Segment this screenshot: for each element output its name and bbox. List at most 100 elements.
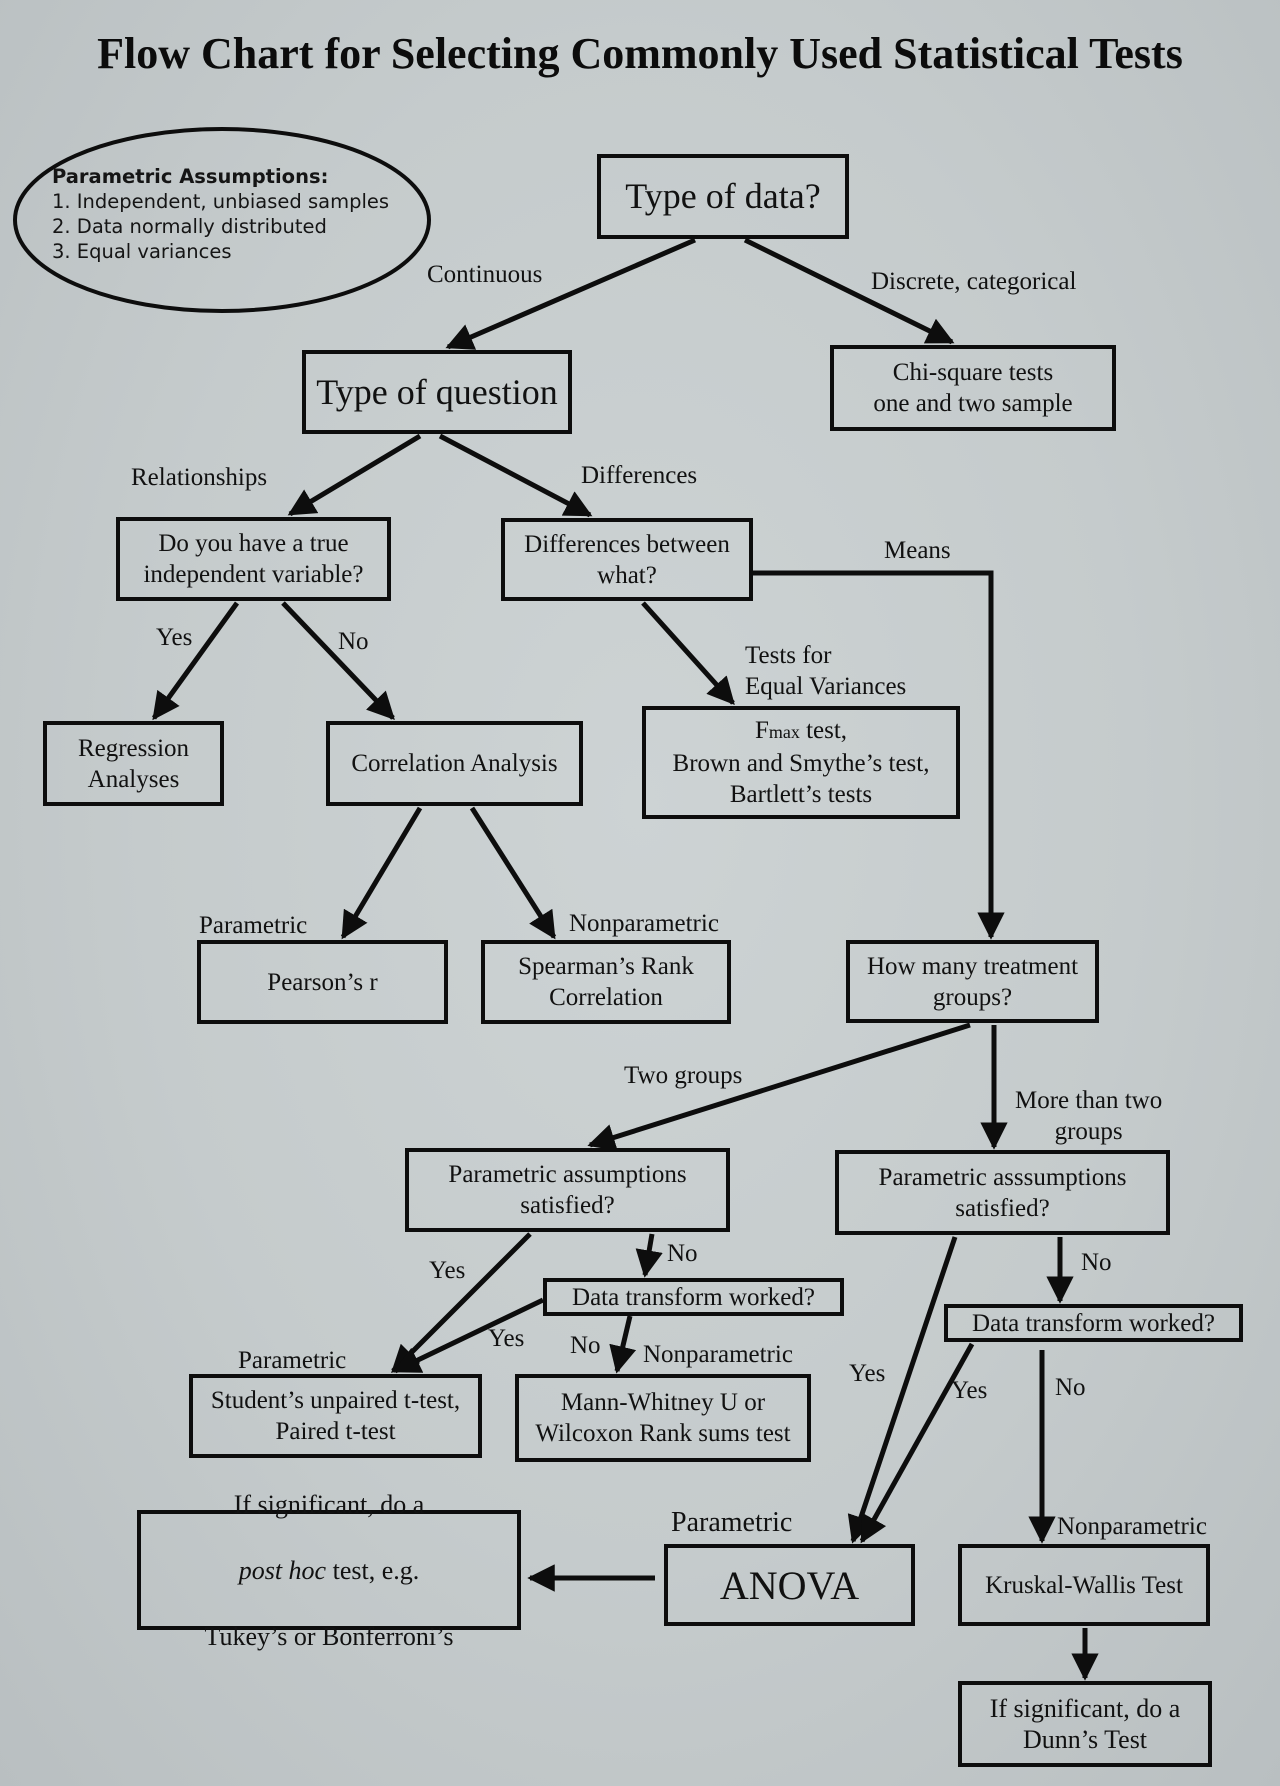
label-yes-transform-more: Yes (951, 1377, 988, 1404)
assumption-item: 1. Independent, unbiased samples (52, 190, 390, 213)
node-type-of-data: Type of data? (597, 154, 849, 239)
label-no-two: No (667, 1240, 698, 1267)
node-label: ANOVA (719, 1562, 860, 1608)
node-mann-whitney: Mann-Whitney U or Wilcoxon Rank sums tes… (515, 1374, 811, 1462)
node-label: Pearson’s r (267, 968, 378, 996)
node-label: Parametric assumptions satisfied? (448, 1161, 687, 1219)
arrow-continuous (445, 237, 696, 350)
node-label: Spearman’s Rank Correlation (518, 953, 694, 1011)
assumptions-heading: Parametric Assumptions: (52, 165, 329, 188)
label-yes-transform-two: Yes (488, 1325, 525, 1352)
assumption-item: 2. Data normally distributed (52, 215, 327, 238)
label-no-transform-two: No (570, 1332, 601, 1359)
node-regression: Regression Analyses (43, 721, 224, 806)
label-two-groups: Two groups (624, 1062, 743, 1089)
node-label: Data transform worked? (572, 1283, 815, 1311)
label-nonparametric-kruskal: Nonparametric (1057, 1513, 1207, 1540)
label-nonparametric-spearman: Nonparametric (569, 910, 719, 937)
node-correlation: Correlation Analysis (326, 721, 583, 806)
assumption-item: 3. Equal variances (52, 240, 232, 263)
node-label: Fmax test, Brown and Smythe’s test, Bart… (673, 684, 930, 841)
label-differences: Differences (581, 462, 698, 489)
label-parametric-anova: Parametric (671, 1507, 793, 1538)
arrow-differences (438, 433, 593, 518)
assumptions-note: Parametric Assumptions: 1. Independent, … (52, 164, 389, 264)
arrow-yes-transform-two (392, 1297, 545, 1374)
post-hoc-line2-rest: test, e.g. (326, 1555, 420, 1585)
node-parametric-more-groups: Parametric asssumptions satisfied? (835, 1150, 1170, 1235)
label-means: Means (884, 537, 951, 564)
label-relationships: Relationships (131, 464, 268, 491)
fmax-sub: max (768, 722, 800, 742)
label-no-more: No (1081, 1249, 1112, 1276)
node-parametric-two-groups: Parametric assumptions satisfied? (405, 1148, 730, 1232)
node-label: If significant, do a Dunn’s Test (989, 1694, 1181, 1754)
assumptions-ellipse (13, 127, 431, 313)
node-student-t-test: Student’s unpaired t-test, Paired t-test (189, 1374, 482, 1458)
arrow-yes-regression (151, 601, 240, 721)
arrow-equal-variances (641, 601, 735, 706)
label-parametric-pearson: Parametric (199, 912, 308, 939)
node-label: Parametric asssumptions satisfied? (878, 1163, 1127, 1222)
node-differences-between: Differences between what? (501, 518, 753, 601)
post-hoc-line1: If significant, do a (233, 1489, 425, 1519)
node-equal-variance-tests: Fmax test, Brown and Smythe’s test, Bart… (642, 706, 960, 819)
fmax-rest: test, (799, 717, 848, 744)
label-more-than-two: More than two groups (1015, 1087, 1163, 1145)
node-spearman: Spearman’s Rank Correlation (481, 940, 731, 1024)
node-true-independent-variable: Do you have a true independent variable? (116, 517, 391, 601)
arrow-nonparametric-spearman (469, 806, 557, 940)
node-label: Correlation Analysis (351, 750, 558, 777)
label-yes-more: Yes (849, 1360, 886, 1387)
arrow-no-two (635, 1233, 663, 1278)
node-label: Do you have a true independent variable? (143, 530, 364, 588)
label-yes-two: Yes (429, 1257, 466, 1284)
node-transform-more-groups: Data transform worked? (944, 1304, 1243, 1342)
label-discrete: Discrete, categorical (871, 268, 1077, 295)
label-parametric-student: Parametric (238, 1347, 347, 1374)
label-continuous: Continuous (427, 261, 543, 288)
node-label: Type of data? (625, 176, 821, 216)
node-label: How many treatment groups? (866, 952, 1079, 1011)
label-no-transform-more: No (1055, 1374, 1086, 1401)
node-pearson: Pearson’s r (197, 940, 448, 1024)
label-yes-regression: Yes (156, 624, 193, 651)
node-post-hoc: If significant, do a post hoc test, e.g.… (137, 1490, 521, 1651)
node-label: Chi-square tests one and two sample (873, 359, 1073, 417)
chart-title: Flow Chart for Selecting Commonly Used S… (97, 29, 1183, 78)
node-label: Differences between what? (524, 530, 730, 589)
fmax-main: F (754, 717, 769, 744)
arrow-no-correlation (281, 601, 395, 720)
post-hoc-line3: Tukey’s or Bonferroni’s (204, 1621, 454, 1651)
node-transform-two-groups: Data transform worked? (543, 1278, 844, 1316)
arrow-parametric-pearson (340, 806, 423, 940)
node-kruskal-wallis: Kruskal-Wallis Test (958, 1544, 1210, 1626)
other-tests: Brown and Smythe’s test, Bartlett’s test… (672, 750, 930, 808)
arrow-two-groups (587, 1022, 971, 1151)
node-label: If significant, do a post hoc test, e.g.… (205, 1455, 454, 1686)
arrow-relationships (287, 433, 422, 517)
node-label: Regression Analyses (77, 734, 190, 793)
node-how-many-groups: How many treatment groups? (846, 940, 1099, 1023)
arrow-yes-more (847, 1236, 958, 1544)
node-dunn: If significant, do a Dunn’s Test (958, 1681, 1212, 1767)
label-tests-equal-variances: Tests for Equal Variances (745, 642, 907, 700)
post-hoc-line2: post hoc test, e.g. (205, 1554, 454, 1587)
arrow-means (753, 570, 1005, 940)
node-label: Data transform worked? (972, 1309, 1215, 1337)
arrow-discrete (743, 237, 955, 345)
node-anova: ANOVA (664, 1544, 915, 1626)
node-label: Type of question (316, 371, 558, 412)
arrow-yes-transform-more (859, 1342, 975, 1544)
label-nonparametric-mann: Nonparametric (643, 1341, 793, 1368)
node-label: Mann-Whitney U or Wilcoxon Rank sums tes… (535, 1389, 791, 1447)
arrow-no-transform-two (609, 1315, 637, 1374)
post-hoc-italic: post hoc (238, 1555, 327, 1585)
node-label: Student’s unpaired t-test, Paired t-test (210, 1387, 461, 1445)
label-no-correlation: No (338, 628, 369, 655)
node-label: Kruskal-Wallis Test (985, 1571, 1183, 1599)
node-type-of-question: Type of question (302, 350, 572, 434)
node-chi-square: Chi-square tests one and two sample (830, 345, 1116, 431)
